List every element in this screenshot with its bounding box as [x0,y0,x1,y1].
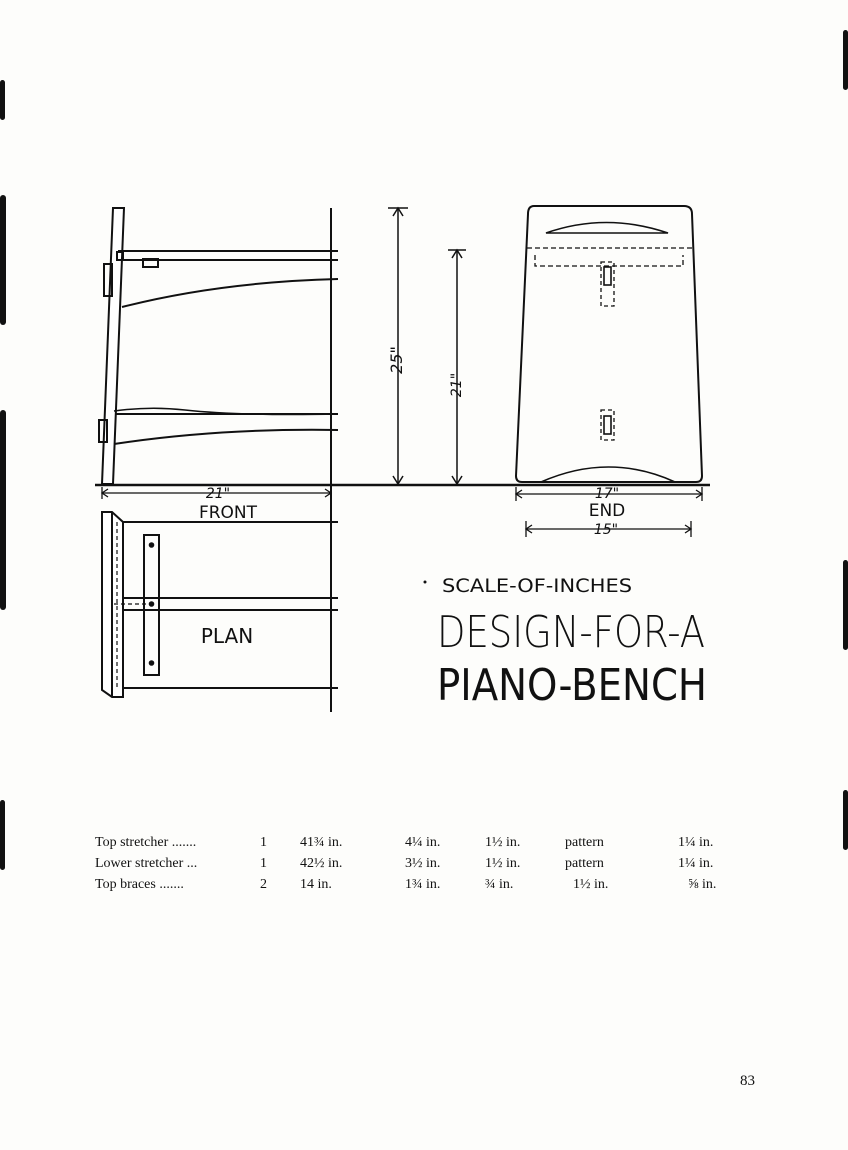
edge-mark [0,80,5,120]
row-length: 14 in. [300,877,332,892]
front-label: FRONT [199,503,258,523]
end-label: END [589,501,626,521]
edge-mark [843,560,848,650]
end-width-top-label: 17" [595,486,619,502]
row-name: Top stretcher ....... [95,835,197,850]
row-length: 42½ in. [300,856,343,871]
end-width-bottom-label: 15" [594,522,618,538]
end-view [514,205,704,537]
title-line-1: DESIGN-FOR-A [437,607,705,658]
plan-view [101,511,338,698]
row-thickness: 1½ in. [485,856,521,871]
page-number: 83 [740,1073,755,1089]
front-view [95,207,710,712]
row-width: 1¾ in. [405,877,441,892]
table-row: Top braces ....... 2 14 in. 1¾ in. ¾ in.… [95,877,735,897]
row-thickness: 1½ in. [485,835,521,850]
row-qty: 1 [260,835,267,850]
row-name: Top braces ....... [95,877,184,892]
scale-label: SCALE-OF-INCHES [442,575,632,597]
edge-mark [843,30,848,90]
front-width-label: 21" [206,486,230,502]
row-col6: 1¼ in. [678,856,714,871]
row-col5: 1½ in. [573,877,609,892]
table-row: Top stretcher ....... 1 41¾ in. 4¼ in. 1… [95,835,735,855]
row-width: 3½ in. [405,856,441,871]
edge-mark [0,800,5,870]
row-col6: ⅝ in. [688,877,717,892]
view-labels: 21" FRONT 17" END 15" PLAN 25" 21" [199,346,625,648]
edge-mark [0,410,6,610]
edge-mark [0,195,6,325]
title-line-2: PIANO-BENCH [437,660,707,711]
plan-label: PLAN [201,624,253,648]
row-qty: 1 [260,856,267,871]
height-dimensions [388,206,466,486]
row-col5: pattern [565,856,604,871]
title-block: SCALE-OF-INCHES DESIGN-FOR-A PIANO-BENCH [423,575,707,711]
edge-mark [843,790,848,850]
row-col6: 1¼ in. [678,835,714,850]
table-row: Lower stretcher ... 1 42½ in. 3½ in. 1½ … [95,856,735,876]
height-seat-label: 21" [449,373,465,397]
row-name: Lower stretcher ... [95,856,198,871]
height-total-label: 25" [387,346,406,374]
row-thickness: ¾ in. [485,877,514,892]
row-col5: pattern [565,835,604,850]
row-length: 41¾ in. [300,835,343,850]
row-qty: 2 [260,877,267,892]
row-width: 4¼ in. [405,835,441,850]
